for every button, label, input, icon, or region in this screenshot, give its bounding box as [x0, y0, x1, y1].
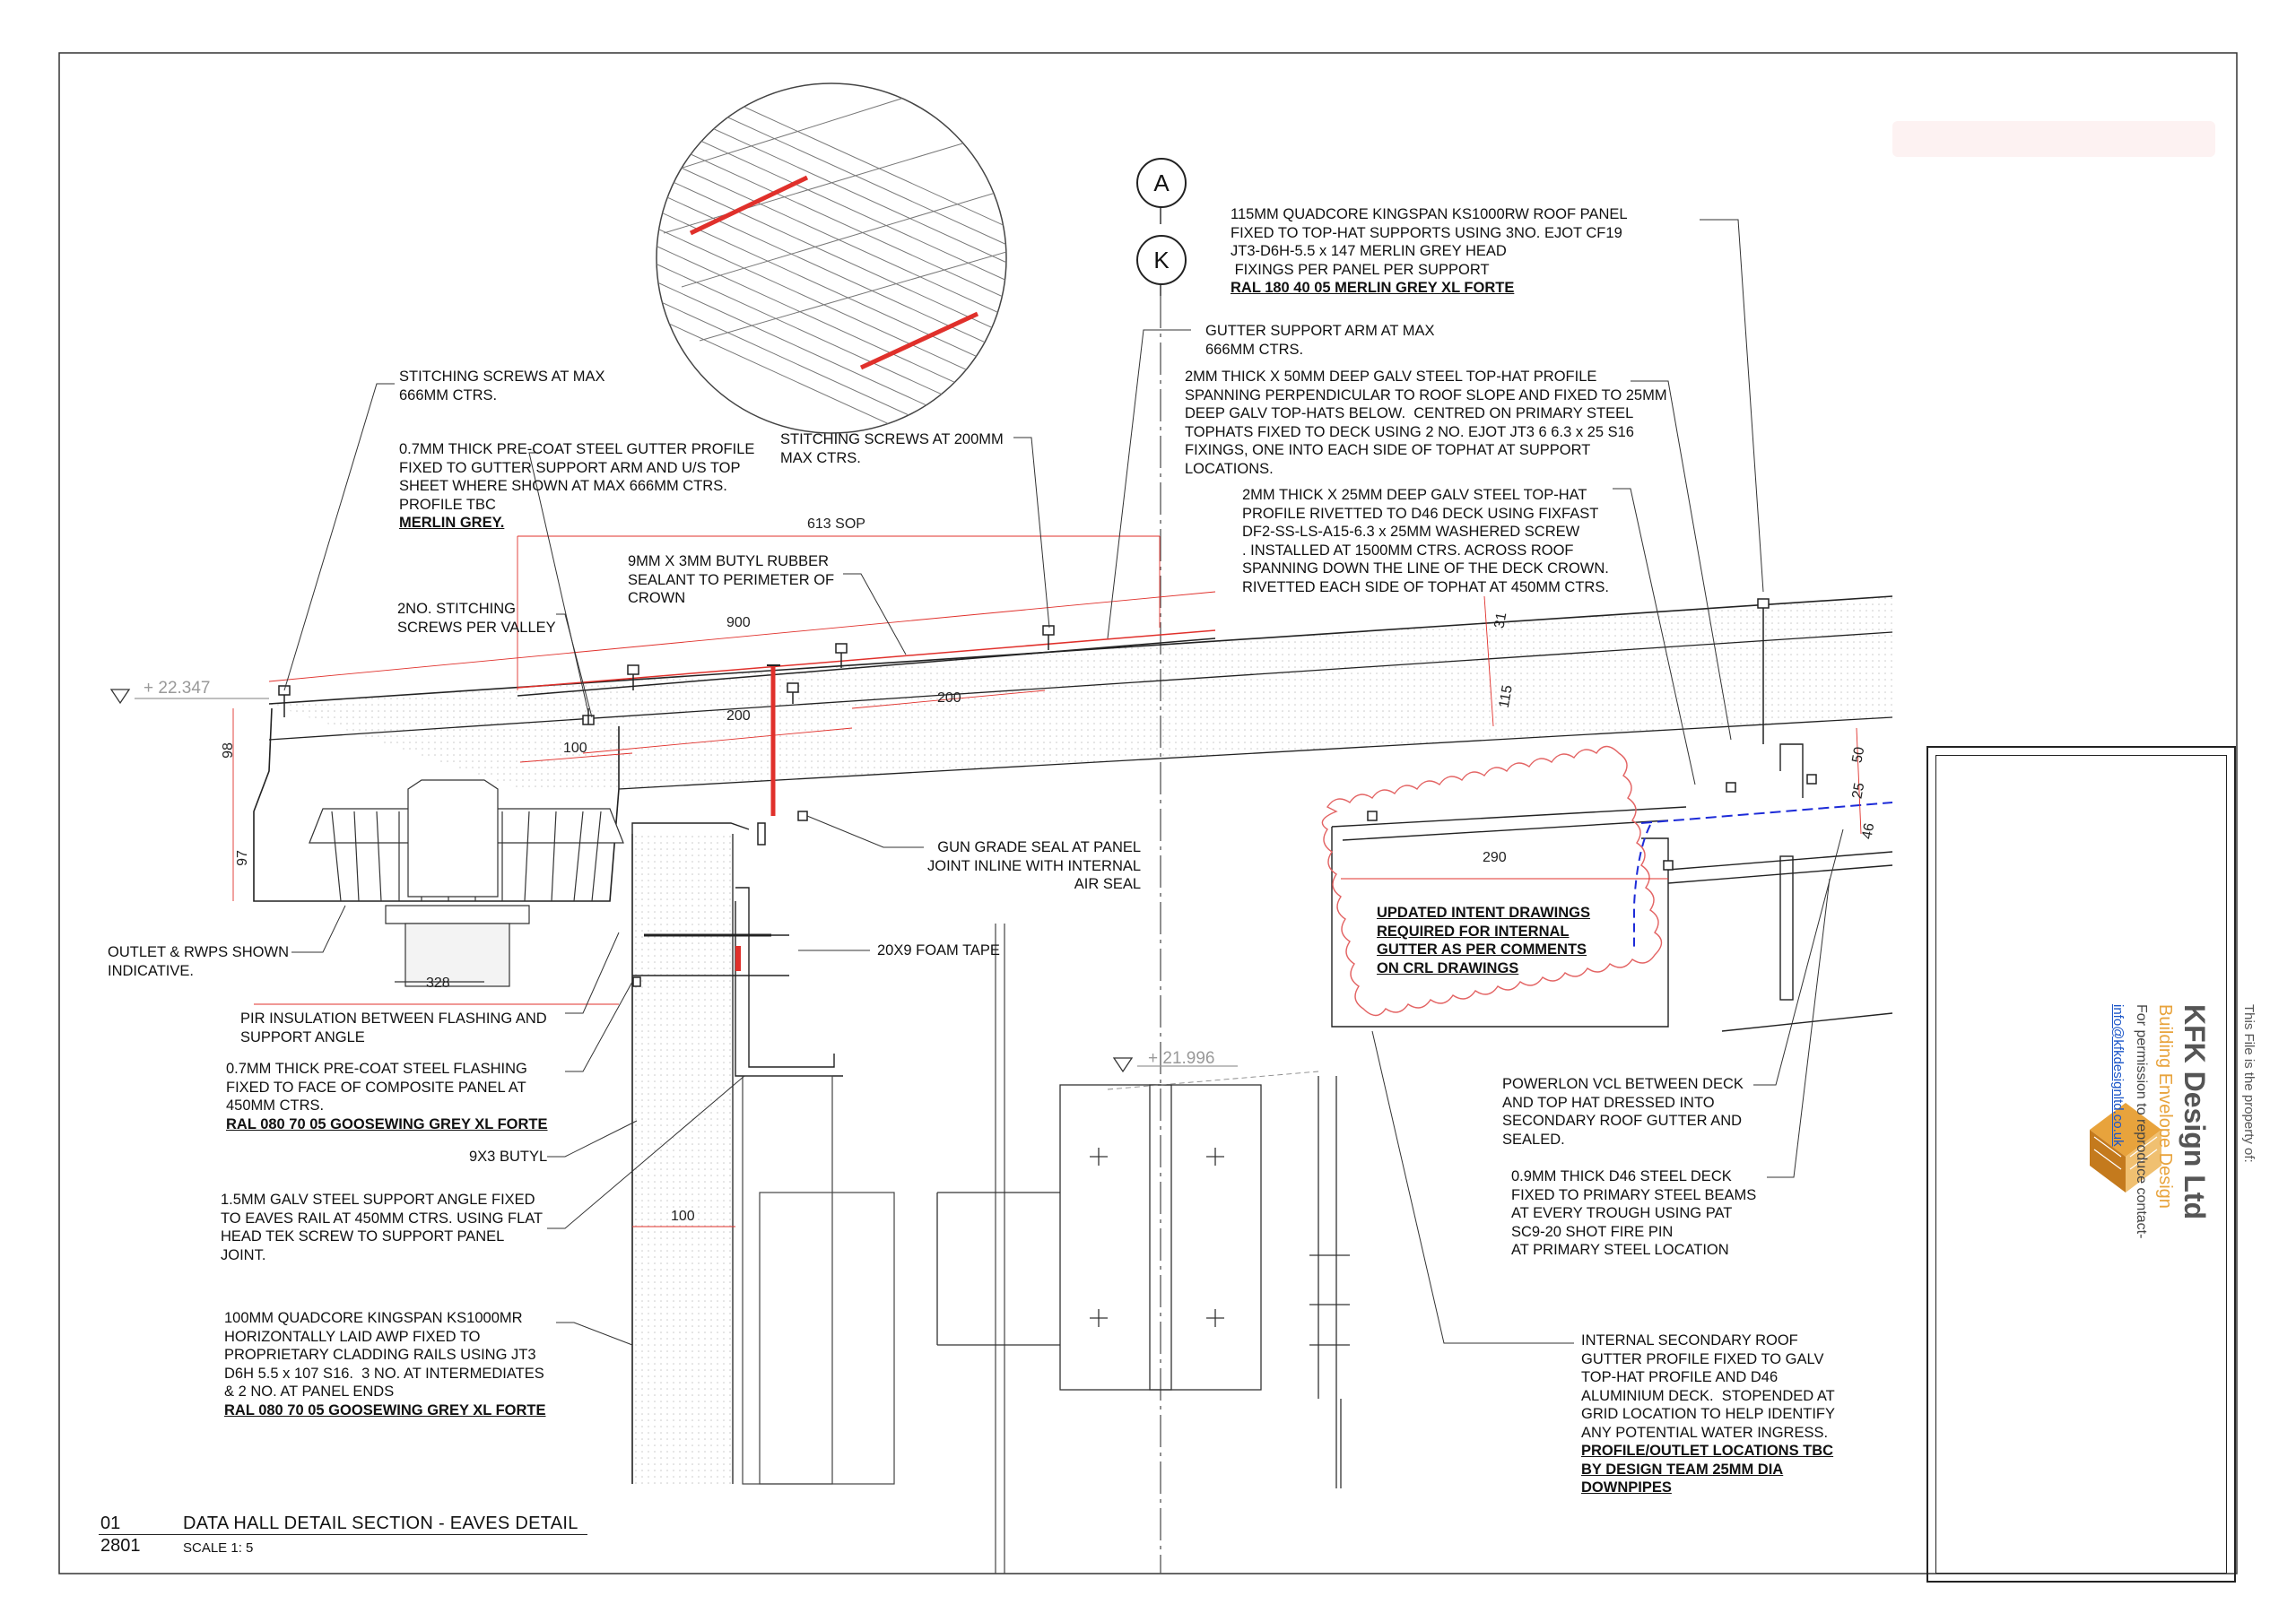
note-roof-panel: 115MM QUADCORE KINGSPAN KS1000RW ROOF PA… [1231, 206, 1628, 296]
dim-900: 900 [726, 615, 751, 630]
wall-panel [631, 834, 734, 1484]
sheet-border [58, 52, 2238, 1574]
note-gutter-profile: 0.7MM THICK PRE-COAT STEEL GUTTER PROFIL… [399, 441, 755, 531]
dim-97: 97 [234, 850, 250, 866]
dim-98: 98 [220, 742, 236, 759]
title-number: 01 [100, 1514, 121, 1533]
primary-steel-beam [936, 1076, 1350, 1488]
dimension-lines [232, 535, 1862, 1227]
title-underline [99, 1534, 587, 1535]
cladding-rails [742, 924, 1005, 1574]
leader-lines [283, 219, 1844, 1346]
gridline-bubble-k: K [1136, 235, 1187, 285]
title-block [1926, 746, 2236, 1583]
gridline-bubble-a: A [1136, 158, 1187, 208]
secondary-gutter [1331, 743, 1893, 1032]
dim-25: 25 [1849, 781, 1868, 801]
note-tophat-50: 2MM THICK X 50MM DEEP GALV STEEL TOP-HAT… [1185, 369, 1667, 477]
dim-613-sop: 613 SOP [807, 516, 865, 532]
dim-31: 31 [1492, 611, 1510, 630]
note-foam-tape: 20X9 FOAM TAPE [877, 942, 1000, 958]
drawing-title: DATA HALL DETAIL SECTION - EAVES DETAIL [183, 1514, 578, 1533]
tb-tagline: Building Envelope Design [2155, 1004, 2175, 1209]
level-label-upper: + 22.347 [144, 679, 211, 698]
drawing-number: 2801 [100, 1536, 141, 1556]
rainwater-outlet [309, 779, 624, 987]
dim-50: 50 [1849, 745, 1868, 765]
fixing-screws [278, 598, 1817, 987]
level-markers [109, 689, 1238, 1073]
tb-permission: For permission to reproduce contact- [2134, 1004, 2149, 1239]
level-label-lower: + 21.996 [1148, 1049, 1215, 1068]
dim-290: 290 [1483, 850, 1507, 865]
dim-46: 46 [1859, 821, 1878, 841]
note-butyl-9x3: 9X3 BUTYL [469, 1149, 548, 1165]
dim-100-wall: 100 [671, 1209, 695, 1224]
kfk-logo-icon [2090, 1103, 2161, 1193]
dim-328: 328 [426, 976, 450, 991]
tb-email[interactable]: info@kfkdesignltd.co.uk [2110, 1004, 2126, 1147]
tb-property: This File is the property of: [2241, 1004, 2257, 1163]
drawing-scale: SCALE 1: 5 [183, 1540, 254, 1556]
tb-company: KFK Design Ltd [2179, 1004, 2211, 1219]
dim-200b: 200 [937, 690, 961, 706]
note-tophat-25: 2MM THICK X 25MM DEEP GALV STEEL TOP-HAT… [1242, 487, 1609, 595]
title-block-text: This File is the property of: KFK Design… [1973, 1004, 2260, 1327]
revision-cloud [1321, 745, 1663, 1017]
dim-100: 100 [563, 741, 587, 756]
magnified-detail-circle [656, 82, 1007, 434]
dim-200a: 200 [726, 708, 751, 724]
